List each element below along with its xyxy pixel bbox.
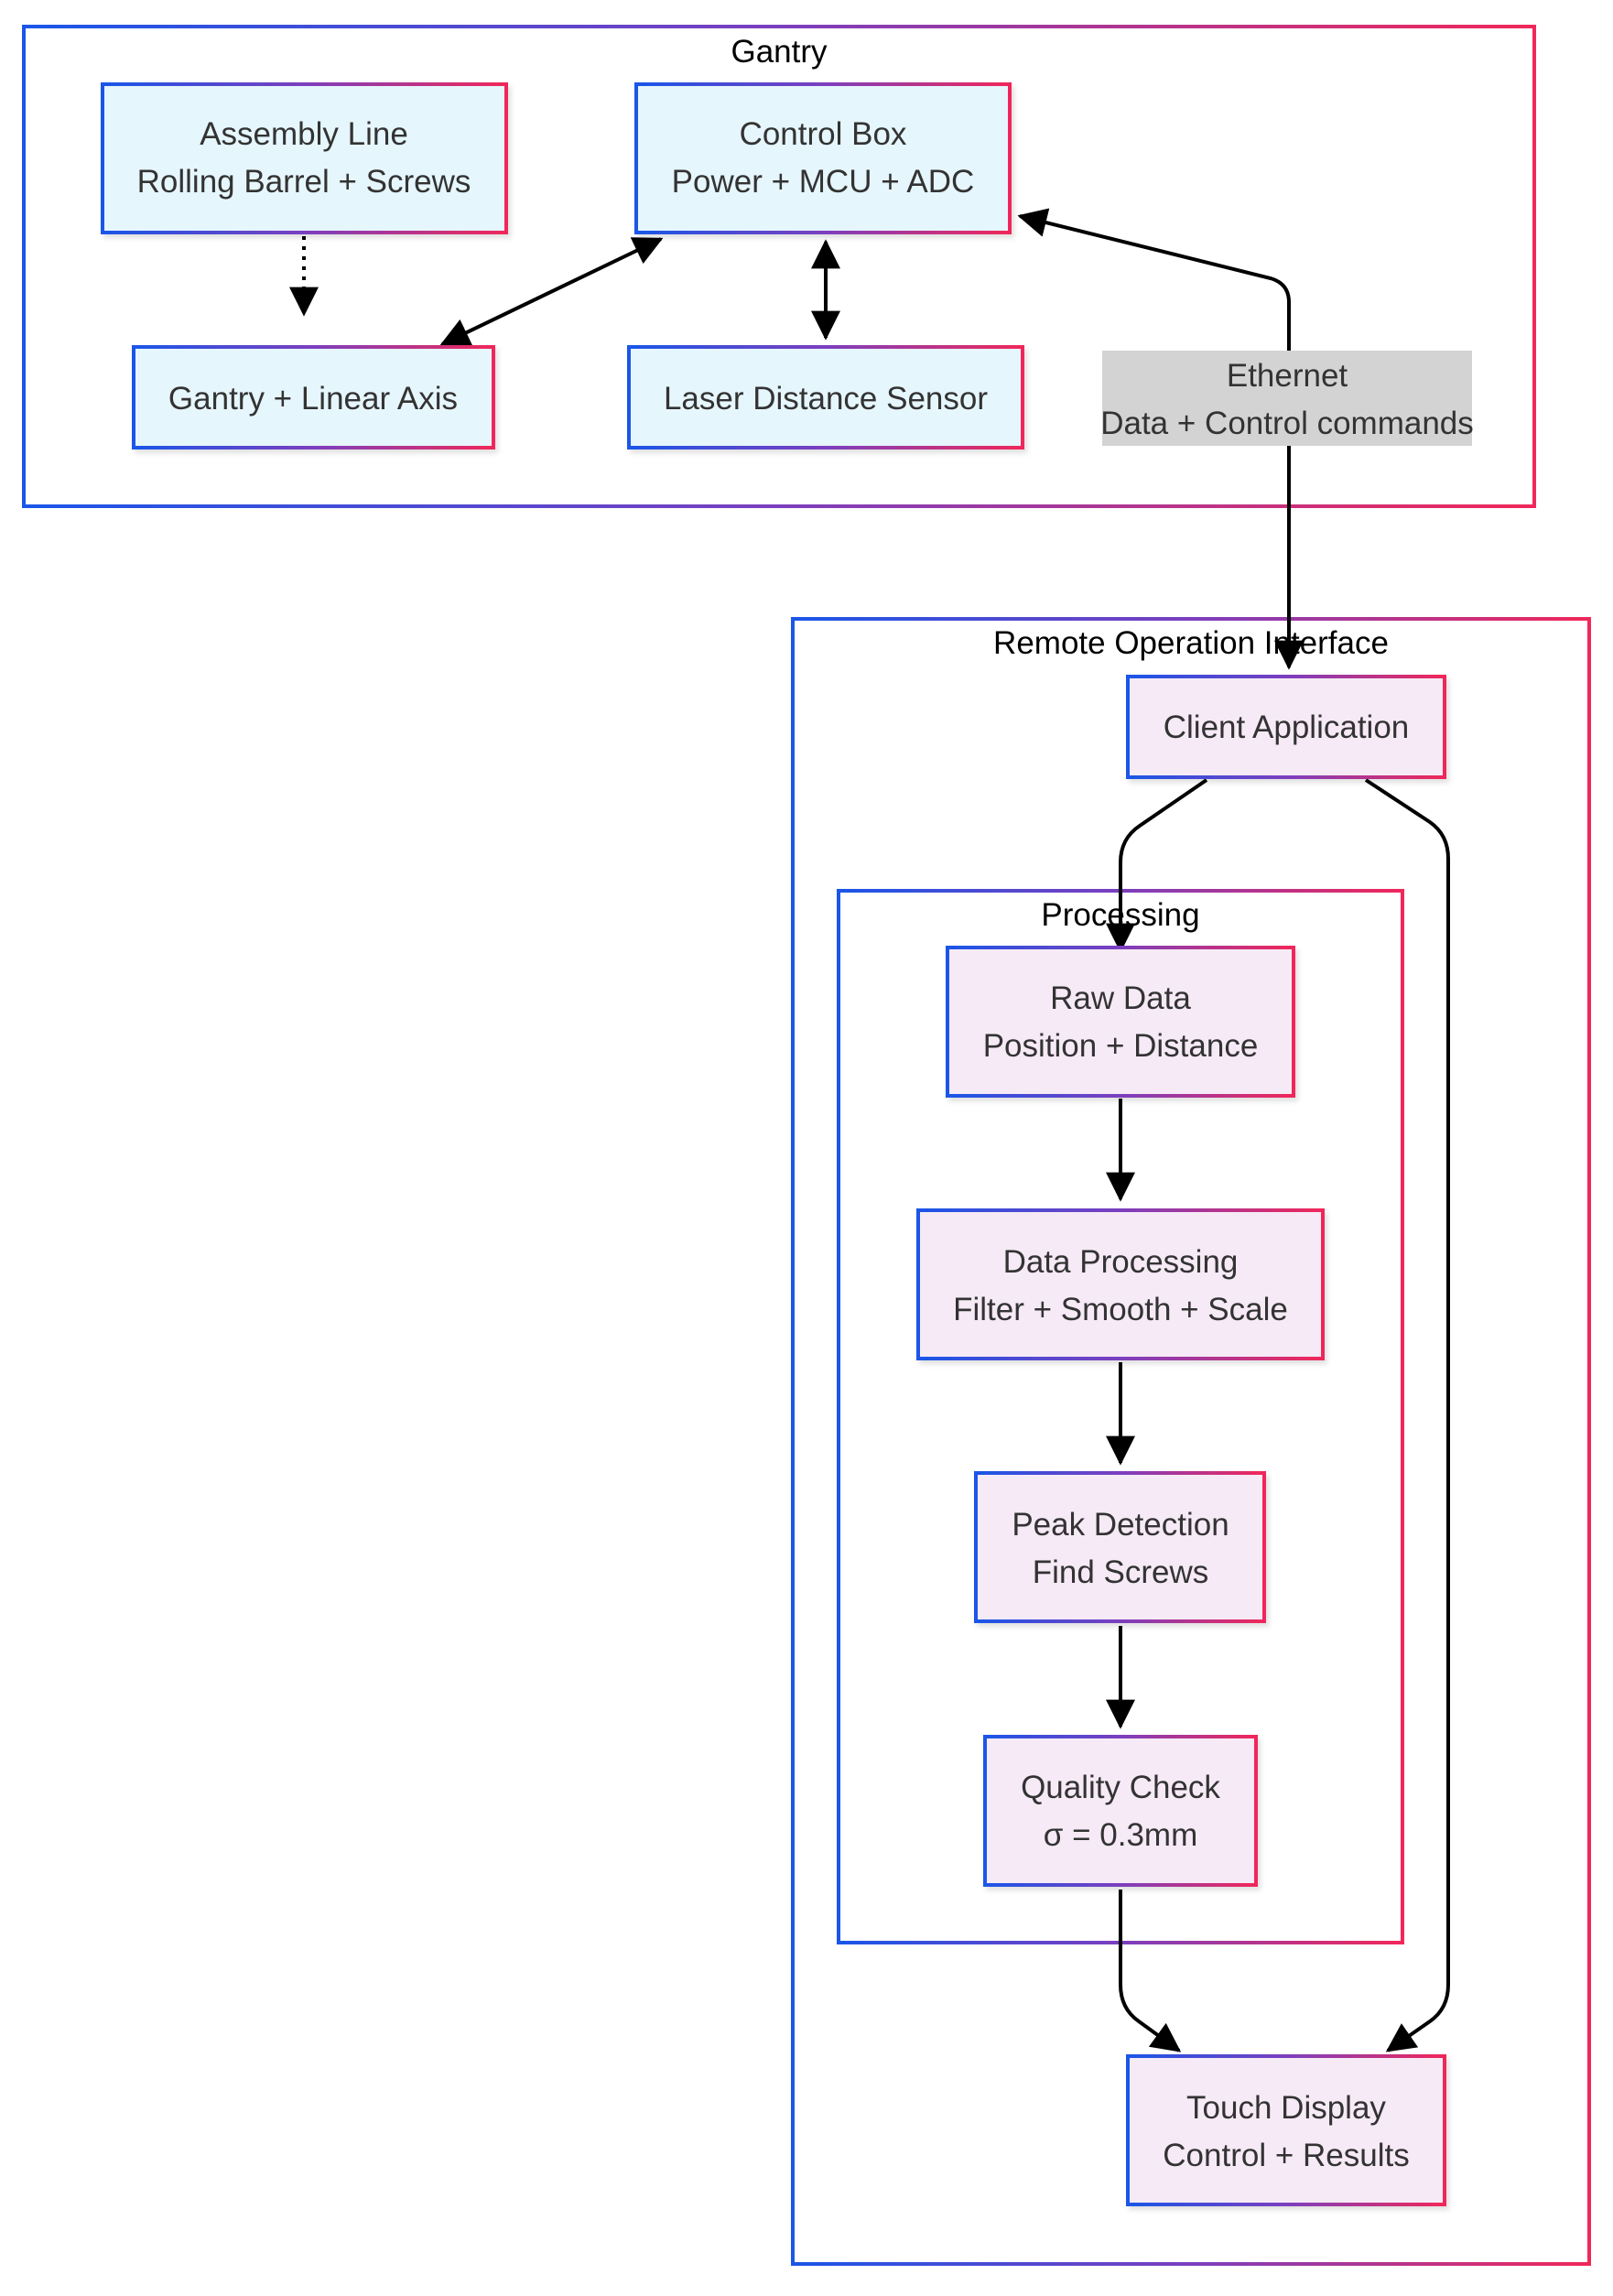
edge-controlbox-gantry xyxy=(439,237,664,346)
cluster-gantry-title: Gantry xyxy=(731,34,828,70)
node-control-box-subtitle: Power + MCU + ADC xyxy=(672,164,975,200)
edge-client-rawdata xyxy=(1106,778,1208,953)
edge-quality-touchdisplay xyxy=(1119,1890,1182,2052)
node-quality-check: Quality Check σ = 0.3mm xyxy=(983,1735,1258,1887)
node-control-box: Control Box Power + MCU + ADC xyxy=(634,82,1012,234)
node-touch-display: Touch Display Control + Results xyxy=(1126,2054,1446,2206)
edge-label-ethernet: Ethernet Data + Control commands xyxy=(1100,351,1474,446)
node-data-processing-subtitle: Filter + Smooth + Scale xyxy=(953,1292,1288,1327)
node-laser-distance-sensor: Laser Distance Sensor xyxy=(627,345,1024,449)
node-laser-distance-sensor-title: Laser Distance Sensor xyxy=(664,381,988,417)
edge-label-ethernet-line2: Data + Control commands xyxy=(1100,406,1474,441)
node-raw-data-subtitle: Position + Distance xyxy=(983,1028,1259,1064)
node-assembly-line: Assembly Line Rolling Barrel + Screws xyxy=(101,82,508,234)
cluster-gantry: Gantry xyxy=(22,25,1536,508)
node-gantry-linear-axis-title: Gantry + Linear Axis xyxy=(168,381,458,417)
node-control-box-title: Control Box xyxy=(740,116,907,152)
edge-client-controlbox xyxy=(1017,208,1304,670)
node-touch-display-title: Touch Display xyxy=(1186,2090,1386,2126)
node-quality-check-subtitle: σ = 0.3mm xyxy=(1044,1817,1197,1853)
node-peak-detection-title: Peak Detection xyxy=(1012,1507,1229,1543)
node-assembly-line-title: Assembly Line xyxy=(200,116,408,152)
node-peak-detection: Peak Detection Find Screws xyxy=(974,1471,1266,1623)
node-client-application: Client Application xyxy=(1126,675,1446,779)
edge-client-touchdisplay xyxy=(1364,778,1450,2052)
cluster-remote-operation-interface: Remote Operation Interface xyxy=(791,617,1591,2266)
edges xyxy=(289,208,1450,2052)
node-raw-data-title: Raw Data xyxy=(1050,980,1191,1016)
node-peak-detection-subtitle: Find Screws xyxy=(1033,1554,1209,1590)
node-quality-check-title: Quality Check xyxy=(1021,1770,1220,1805)
node-raw-data: Raw Data Position + Distance xyxy=(946,946,1295,1098)
cluster-remote-title: Remote Operation Interface xyxy=(993,625,1389,661)
node-gantry-linear-axis: Gantry + Linear Axis xyxy=(132,345,495,449)
node-data-processing-title: Data Processing xyxy=(1003,1244,1239,1280)
node-client-application-title: Client Application xyxy=(1164,709,1410,745)
node-assembly-line-subtitle: Rolling Barrel + Screws xyxy=(137,164,471,200)
node-data-processing: Data Processing Filter + Smooth + Scale xyxy=(916,1208,1325,1360)
edge-label-ethernet-line1: Ethernet xyxy=(1227,358,1348,394)
node-touch-display-subtitle: Control + Results xyxy=(1163,2138,1409,2173)
